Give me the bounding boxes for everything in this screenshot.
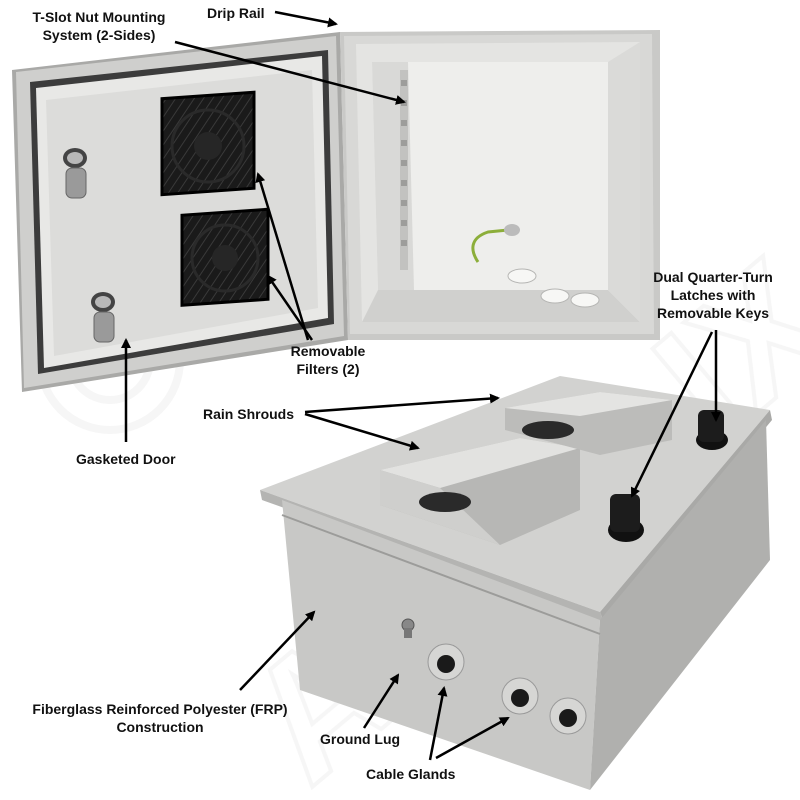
label-frp-line2: Construction	[116, 719, 204, 735]
callout-arrows	[121, 10, 721, 761]
cable-gland-1	[427, 643, 465, 681]
closed-latch-back	[696, 410, 728, 450]
label-latches-line3: Removable Keys	[656, 305, 770, 321]
label-filters: Removable Filters (2)	[272, 342, 384, 378]
label-latches-line1: Dual Quarter-Turn	[653, 269, 773, 285]
arrow-cable-gland-2	[435, 716, 510, 760]
arrow-rain-shroud-back	[304, 393, 500, 414]
cable-gland-2	[501, 677, 539, 715]
open-enclosure	[12, 30, 660, 392]
arrow-filter-upper	[255, 172, 310, 341]
label-t-slot-line2: System (2-Sides)	[42, 27, 156, 43]
label-drip-rail: Drip Rail	[207, 5, 265, 21]
arrow-drip-rail	[274, 10, 338, 28]
label-gasketed-door: Gasketed Door	[76, 451, 176, 467]
door-latch-lower	[91, 292, 115, 343]
label-latches: Dual Quarter-Turn Latches with Removable…	[628, 268, 798, 322]
arrow-t-slot	[174, 40, 406, 105]
label-t-slot: T-Slot Nut Mounting System (2-Sides)	[10, 8, 188, 44]
door-latch-upper	[63, 148, 87, 199]
enclosure-box	[340, 30, 660, 340]
arrow-frp	[239, 610, 316, 691]
rain-shroud-front	[380, 438, 580, 545]
closed-enclosure	[260, 376, 772, 790]
knockout-holes	[507, 268, 600, 308]
label-filters-line2: Filters (2)	[296, 361, 360, 377]
closed-latch-front	[608, 494, 644, 542]
cable-gland-3	[549, 697, 587, 735]
label-frp: Fiberglass Reinforced Polyester (FRP) Co…	[20, 700, 300, 736]
arrow-latch-front	[630, 331, 714, 498]
filter-upper	[160, 90, 256, 197]
label-ground-lug: Ground Lug	[320, 731, 401, 747]
ground-wire	[471, 224, 520, 263]
label-latches-line2: Latches with	[670, 287, 756, 303]
label-t-slot-line1: T-Slot Nut Mounting	[32, 9, 166, 25]
rain-shroud-back	[505, 392, 672, 455]
label-filters-line1: Removable	[290, 343, 366, 359]
label-rain-shrouds: Rain Shrouds	[203, 406, 295, 422]
enclosure-door	[12, 32, 348, 392]
label-frp-line1: Fiberglass Reinforced Polyester (FRP)	[32, 701, 288, 717]
arrow-ground-lug	[362, 673, 400, 729]
arrow-rain-shroud-front	[304, 412, 420, 451]
arrow-cable-gland-1	[428, 686, 448, 761]
label-cable-glands: Cable Glands	[366, 766, 456, 782]
enclosure-side-face	[590, 420, 770, 790]
arrow-filter-lower	[266, 274, 314, 341]
filter-lower	[180, 207, 270, 307]
ground-lug	[401, 618, 415, 638]
